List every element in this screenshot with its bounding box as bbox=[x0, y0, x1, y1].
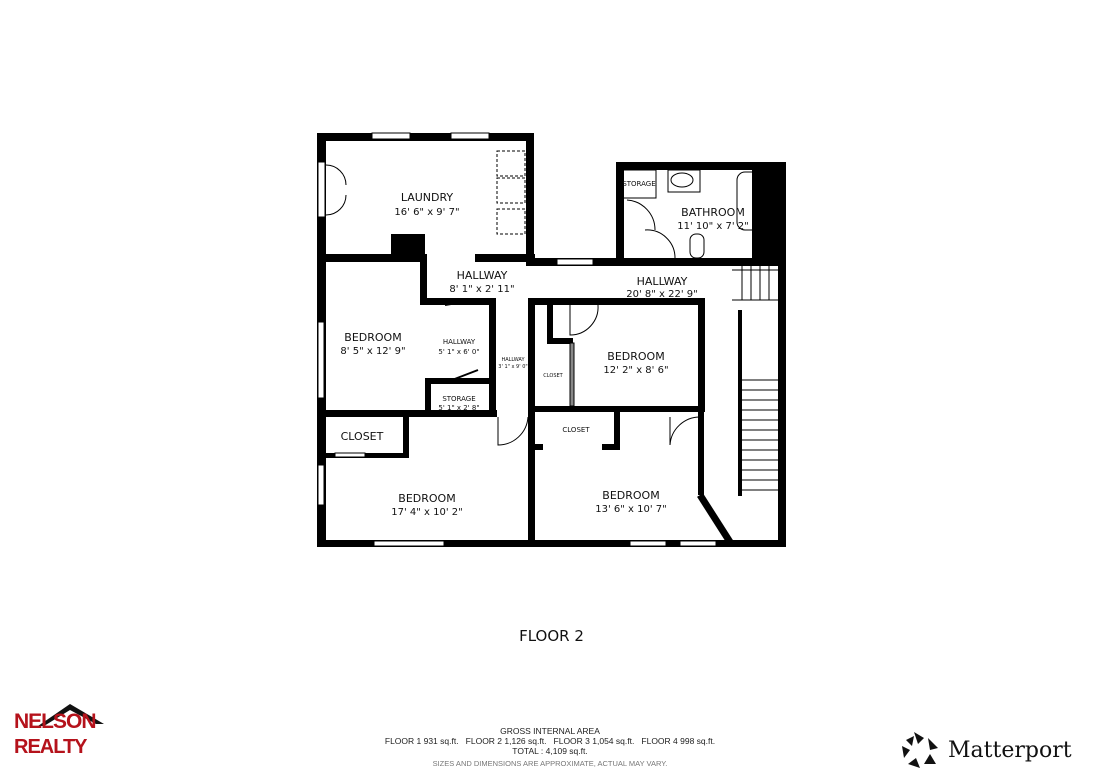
room-hallway-c-name: HALLWAY bbox=[443, 338, 476, 346]
room-closet-a-name: CLOSET bbox=[341, 430, 384, 443]
room-storage-name: STORAGE bbox=[442, 395, 475, 403]
room-laundry-dims: 16' 6" x 9' 7" bbox=[394, 207, 459, 218]
room-bedroom-b-name: BEDROOM bbox=[607, 350, 664, 363]
fixtures bbox=[325, 150, 778, 544]
roof-icon bbox=[38, 704, 104, 726]
matterport-text: Matterport bbox=[948, 737, 1072, 763]
room-bathroom-dims: 11' 10" x 7' 2" bbox=[677, 221, 749, 232]
room-bedroom-c-name: BEDROOM bbox=[398, 492, 455, 505]
gross-area-summary: GROSS INTERNAL AREA FLOOR 1 931 sq.ft. F… bbox=[300, 726, 800, 769]
windows bbox=[317, 132, 717, 547]
room-bathroom-name: BATHROOM bbox=[681, 206, 745, 219]
room-bedroom-a-name: BEDROOM bbox=[344, 331, 401, 344]
room-storage-dims: 5' 1" x 2' 8" bbox=[438, 404, 479, 412]
room-hallway-a-name: HALLWAY bbox=[457, 269, 508, 282]
matterport-logo: Matterport bbox=[900, 730, 1072, 770]
nelson-realty-logo: NELSON REALTY bbox=[8, 702, 108, 762]
room-bedroom-a-dims: 8' 5" x 12' 9" bbox=[340, 346, 405, 357]
area-note: SIZES AND DIMENSIONS ARE APPROXIMATE, AC… bbox=[432, 759, 668, 768]
room-closet-b-name: CLOSET bbox=[562, 426, 590, 434]
matterport-icon bbox=[902, 732, 938, 768]
area-total: TOTAL : 4,109 sq.ft. bbox=[512, 746, 588, 756]
room-closet-small-name: CLOSET bbox=[543, 373, 563, 379]
room-bedroom-b-dims: 12' 2" x 8' 6" bbox=[603, 365, 668, 376]
room-bedroom-d-name: BEDROOM bbox=[602, 489, 659, 502]
room-hallway-b-name: HALLWAY bbox=[637, 275, 688, 288]
area-floors: FLOOR 1 931 sq.ft. FLOOR 2 1,126 sq.ft. … bbox=[384, 736, 716, 746]
room-bedroom-c-dims: 17' 4" x 10' 2" bbox=[391, 507, 463, 518]
room-hallway-d-dims: 3' 1" x 9' 0" bbox=[498, 364, 527, 370]
room-hallway-a-dims: 8' 1" x 2' 11" bbox=[449, 284, 514, 295]
area-heading: GROSS INTERNAL AREA bbox=[500, 726, 600, 736]
room-bath-storage-name: STORAGE bbox=[622, 180, 655, 188]
floor-title: FLOOR 2 bbox=[519, 627, 584, 645]
nelson-text: NELSON bbox=[14, 710, 97, 733]
room-hallway-d-name: HALLWAY bbox=[501, 357, 525, 363]
room-labels: LAUNDRY 16' 6" x 9' 7" STORAGE BATHROOM … bbox=[340, 180, 748, 518]
room-laundry-name: LAUNDRY bbox=[401, 191, 454, 204]
room-hallway-c-dims: 5' 1" x 6' 0" bbox=[438, 348, 479, 356]
floor-plan: LAUNDRY 16' 6" x 9' 7" STORAGE BATHROOM … bbox=[317, 132, 786, 547]
realty-text: REALTY bbox=[14, 736, 88, 758]
room-bedroom-d-dims: 13' 6" x 10' 7" bbox=[595, 504, 667, 515]
room-hallway-b-dims: 20' 8" x 22' 9" bbox=[626, 289, 698, 300]
